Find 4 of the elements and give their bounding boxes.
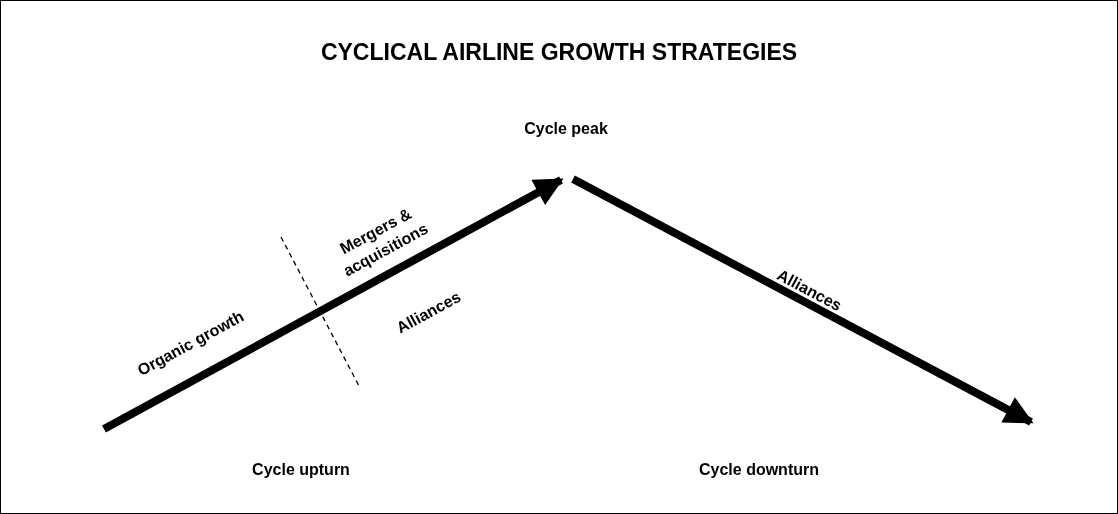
- phase-label: Cycle upturn: [251, 459, 351, 480]
- diagram-title: CYCLICAL AIRLINE GROWTH STRATEGIES: [319, 39, 799, 66]
- phase-label: Cycle downturn: [698, 459, 820, 480]
- phase-label: Cycle peak: [523, 118, 609, 139]
